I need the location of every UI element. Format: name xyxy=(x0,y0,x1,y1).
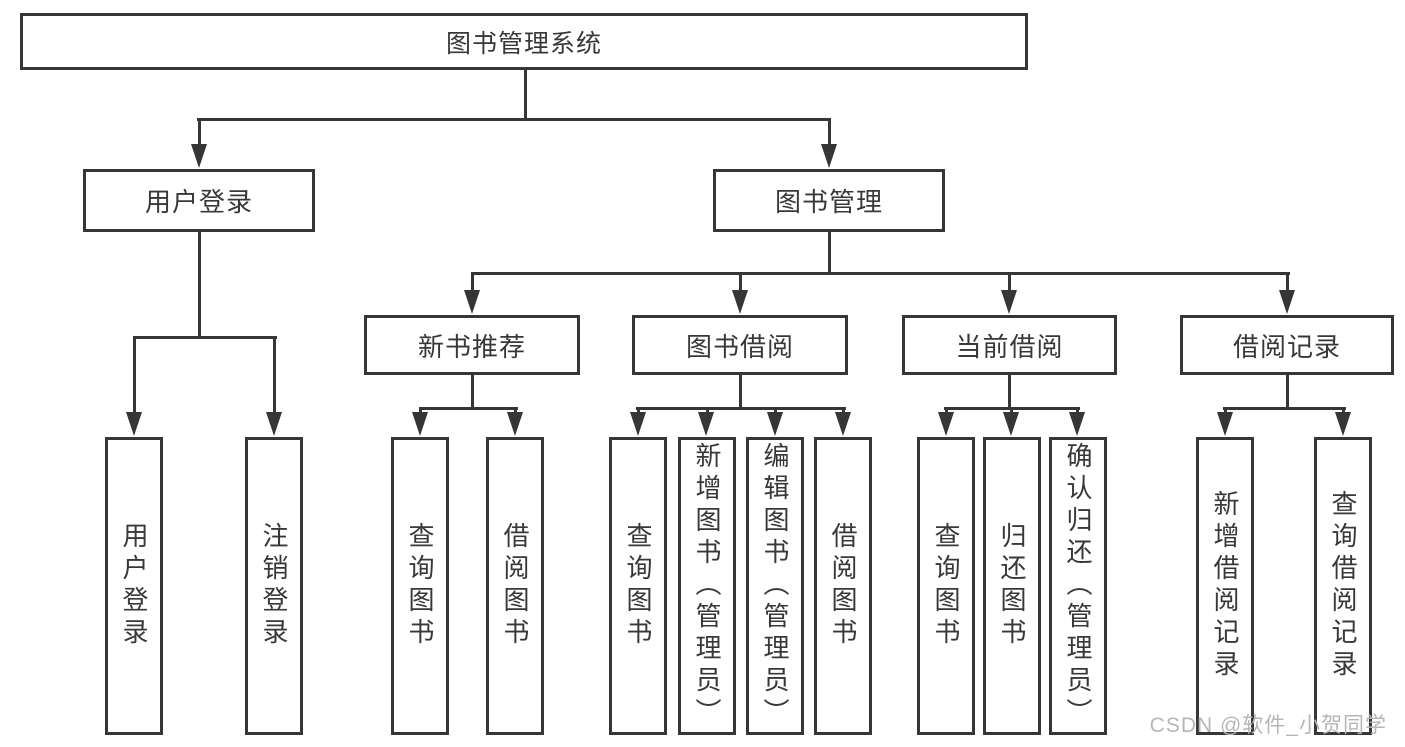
line-segment xyxy=(198,229,201,337)
node-new-book-recommend: 新书推荐 xyxy=(364,315,580,375)
arrow-down-icon xyxy=(1003,412,1019,436)
leaf-borrow-add-books-admin: 新增图书（管理员） xyxy=(678,437,736,735)
node-current-borrow-label: 当前借阅 xyxy=(955,331,1064,362)
line-segment xyxy=(198,118,201,147)
arrow-down-icon xyxy=(1335,412,1351,436)
line-segment xyxy=(842,407,845,415)
line-segment xyxy=(133,336,277,339)
line-segment xyxy=(739,272,742,293)
line-segment xyxy=(1286,272,1289,293)
leaf-user-login-label: 用户登录 xyxy=(119,522,149,650)
arrow-down-icon xyxy=(821,144,837,168)
line-segment xyxy=(739,372,742,410)
line-segment xyxy=(1010,407,1013,415)
line-segment xyxy=(945,407,948,415)
leaf-borrow-edit-books-admin-label: 编辑图书（管理员） xyxy=(760,442,790,730)
node-borrow-records: 借阅记录 xyxy=(1180,315,1394,375)
leaf-current-return-books: 归还图书 xyxy=(983,437,1041,735)
arrow-down-icon xyxy=(698,412,714,436)
node-book-management: 图书管理 xyxy=(713,169,945,232)
line-segment xyxy=(637,407,640,415)
arrow-down-icon xyxy=(126,412,142,436)
arrow-down-icon xyxy=(767,412,783,436)
leaf-current-confirm-return-admin-label: 确认归还（管理员） xyxy=(1063,442,1093,730)
leaf-borrow-query-books: 查询图书 xyxy=(609,437,667,735)
node-borrow-records-label: 借阅记录 xyxy=(1232,331,1341,362)
leaf-logout: 注销登录 xyxy=(245,437,303,735)
arrow-down-icon xyxy=(1001,290,1017,314)
arrow-down-icon xyxy=(1069,412,1085,436)
line-segment xyxy=(706,407,709,415)
arrow-down-icon xyxy=(732,290,748,314)
node-current-borrow: 当前借阅 xyxy=(902,315,1117,375)
leaf-recommend-query-books: 查询图书 xyxy=(391,437,449,735)
node-book-borrow: 图书借阅 xyxy=(632,315,848,375)
line-segment xyxy=(1224,407,1227,415)
leaf-user-login: 用户登录 xyxy=(105,437,163,735)
line-segment xyxy=(471,372,474,410)
leaf-records-query-record: 查询借阅记录 xyxy=(1314,437,1372,735)
leaf-borrow-borrow-books: 借阅图书 xyxy=(814,437,872,735)
line-segment xyxy=(273,336,276,414)
line-segment xyxy=(1286,372,1289,410)
node-new-book-recommend-label: 新书推荐 xyxy=(417,331,526,362)
csdn-watermark: CSDN @软件_小贺同学 xyxy=(1149,714,1387,737)
node-user-login: 用户登录 xyxy=(83,169,315,232)
line-segment xyxy=(197,118,830,121)
leaf-recommend-query-books-label: 查询图书 xyxy=(405,522,435,650)
arrow-down-icon xyxy=(507,412,523,436)
leaf-current-confirm-return-admin: 确认归还（管理员） xyxy=(1049,437,1107,735)
line-segment xyxy=(524,68,527,121)
line-segment xyxy=(828,229,831,275)
arrow-down-icon xyxy=(630,412,646,436)
node-book-management-label: 图书管理 xyxy=(774,187,883,217)
arrow-down-icon xyxy=(938,412,954,436)
leaf-recommend-borrow-books: 借阅图书 xyxy=(486,437,544,735)
line-segment xyxy=(471,272,474,293)
line-segment xyxy=(774,407,777,415)
node-root-system-label: 图书管理系统 xyxy=(445,29,602,58)
leaf-current-query-books: 查询图书 xyxy=(917,437,975,735)
line-segment xyxy=(1223,407,1346,410)
arrow-down-icon xyxy=(412,412,428,436)
leaf-recommend-borrow-books-label: 借阅图书 xyxy=(500,522,530,650)
node-root-system: 图书管理系统 xyxy=(20,13,1028,70)
node-book-borrow-label: 图书借阅 xyxy=(685,331,794,362)
leaf-records-add-record-label: 新增借阅记录 xyxy=(1210,490,1240,682)
line-segment xyxy=(1008,372,1011,410)
line-segment xyxy=(133,336,136,414)
leaf-current-return-books-label: 归还图书 xyxy=(997,522,1027,650)
arrow-down-icon xyxy=(464,290,480,314)
leaf-logout-label: 注销登录 xyxy=(259,522,289,650)
leaf-borrow-borrow-books-label: 借阅图书 xyxy=(828,522,858,650)
line-segment xyxy=(471,272,1290,275)
leaf-borrow-edit-books-admin: 编辑图书（管理员） xyxy=(746,437,804,735)
arrow-down-icon xyxy=(266,412,282,436)
arrow-down-icon xyxy=(1279,290,1295,314)
node-user-login-label: 用户登录 xyxy=(144,187,253,217)
line-segment xyxy=(636,407,846,410)
arrow-down-icon xyxy=(191,144,207,168)
line-segment xyxy=(1008,272,1011,293)
leaf-current-query-books-label: 查询图书 xyxy=(931,522,961,650)
leaf-records-add-record: 新增借阅记录 xyxy=(1196,437,1254,735)
arrow-down-icon xyxy=(835,412,851,436)
line-segment xyxy=(419,407,422,415)
line-segment xyxy=(828,118,831,147)
leaf-borrow-add-books-admin-label: 新增图书（管理员） xyxy=(692,442,722,730)
line-segment xyxy=(419,407,518,410)
line-segment xyxy=(1076,407,1079,415)
leaf-records-query-record-label: 查询借阅记录 xyxy=(1328,490,1358,682)
line-segment xyxy=(514,407,517,415)
arrow-down-icon xyxy=(1217,412,1233,436)
line-segment xyxy=(1342,407,1345,415)
leaf-borrow-query-books-label: 查询图书 xyxy=(623,522,653,650)
